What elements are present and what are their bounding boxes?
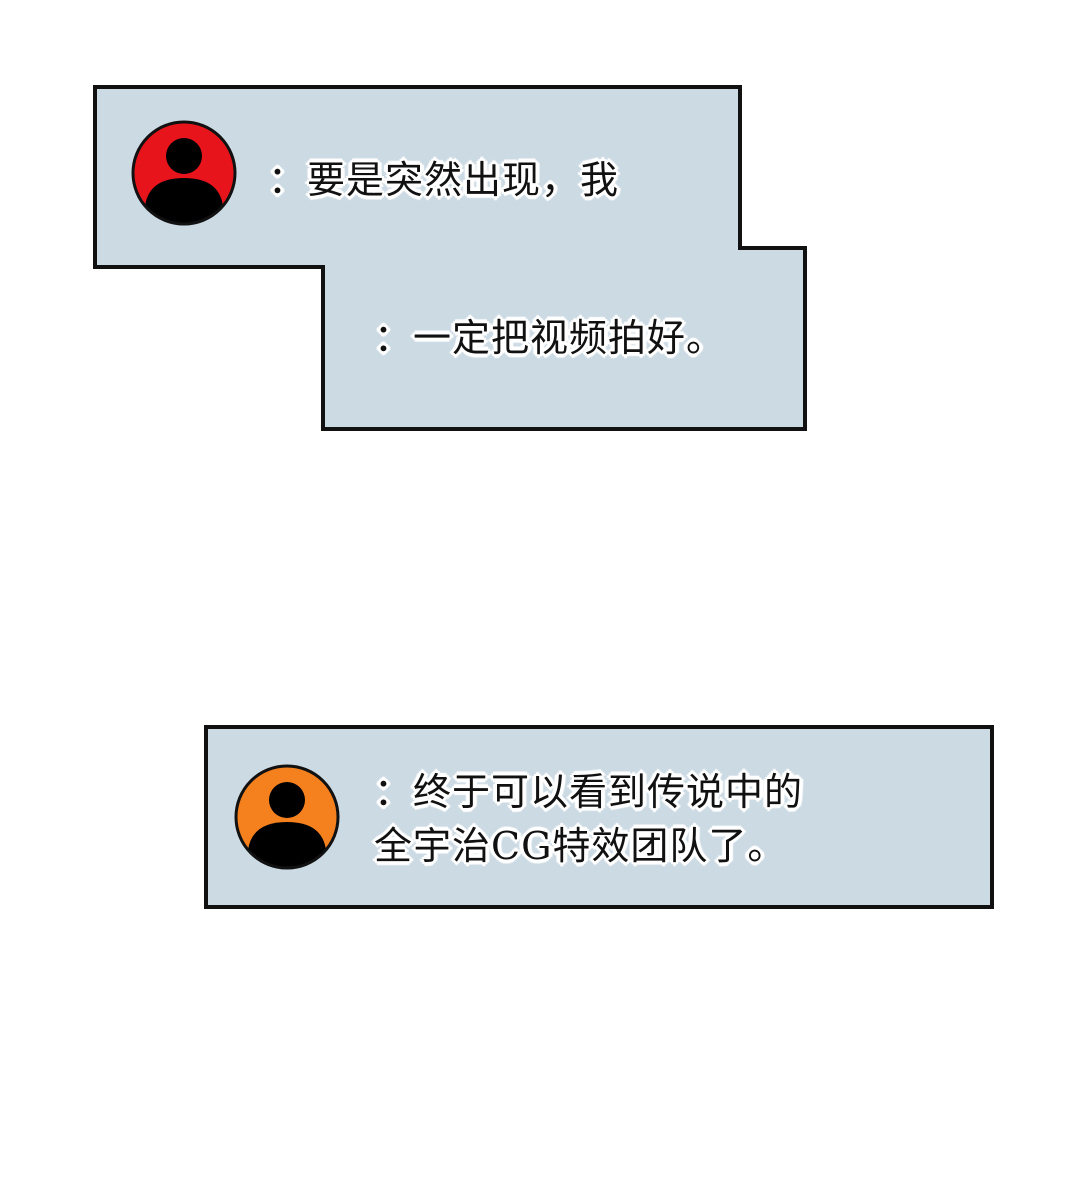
chat-bubble-1 xyxy=(93,85,807,431)
message-line: 全宇治CG特效团队了。 xyxy=(374,824,787,868)
message-line: ：终于可以看到传说中的 xyxy=(374,770,804,814)
message-line: ：一定把视频拍好。 xyxy=(374,316,726,360)
person-icon xyxy=(234,764,340,870)
person-icon xyxy=(131,120,237,226)
message-line: ：要是突然出现，我 xyxy=(268,158,620,202)
chat-bubble-2 xyxy=(204,725,994,909)
